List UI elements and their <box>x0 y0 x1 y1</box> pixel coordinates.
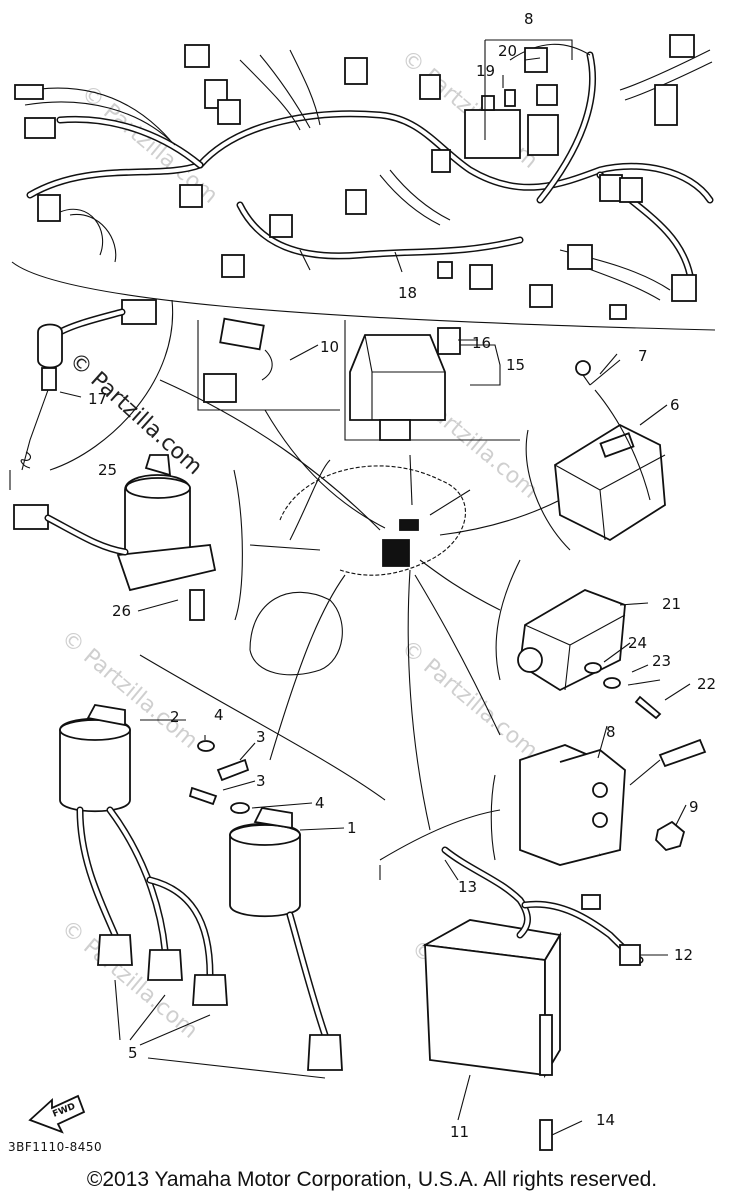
screw-7 <box>575 360 591 376</box>
motorcycle-outline <box>159 379 561 831</box>
callout-4: 4 <box>315 794 325 812</box>
connector <box>536 84 558 106</box>
callout-25: 25 <box>98 461 117 479</box>
battery-lead-13 <box>443 848 530 937</box>
callout-5: 5 <box>128 1044 138 1062</box>
connector <box>431 149 451 173</box>
connector <box>469 264 493 290</box>
connector <box>269 214 293 238</box>
callout-23: 23 <box>652 652 671 670</box>
fuse <box>481 95 495 111</box>
connector <box>669 34 695 58</box>
connector <box>567 244 593 270</box>
ignition-coil-1 <box>229 822 301 918</box>
connector <box>344 57 368 85</box>
callout-8-top: 8 <box>524 10 534 28</box>
washer-4 <box>230 802 250 814</box>
washer-23 <box>603 677 621 689</box>
harness-bracket-line <box>11 261 716 331</box>
callout-bracket-8 <box>484 39 573 140</box>
connector <box>527 114 559 156</box>
callout-18: 18 <box>398 284 417 302</box>
connector <box>345 189 367 215</box>
connector <box>217 99 241 125</box>
connector <box>24 117 56 139</box>
callout-8: 8 <box>606 723 616 741</box>
connector <box>437 261 453 279</box>
connector <box>671 274 697 302</box>
connector <box>609 304 627 320</box>
callout-3-top: 3 <box>256 728 266 746</box>
flasher-relay-10 <box>203 317 273 403</box>
washer-4 <box>197 740 215 752</box>
callout-leaders <box>59 249 691 1136</box>
callout-22: 22 <box>697 675 716 693</box>
callout-26: 26 <box>112 602 131 620</box>
starter-relay-8 <box>519 738 707 866</box>
watermark-dark: © Partzilla.com <box>64 348 207 480</box>
connector <box>221 254 245 278</box>
callout-3: 3 <box>256 772 266 790</box>
connector <box>419 74 441 100</box>
callout-16: 16 <box>472 334 491 352</box>
relay-location-marker <box>382 539 410 567</box>
callout-19: 19 <box>476 62 495 80</box>
bolt-26 <box>189 589 205 621</box>
starter-relay-15 <box>349 327 501 441</box>
callout-1: 1 <box>347 819 357 837</box>
callout-2: 2 <box>170 708 180 726</box>
battery-11 <box>422 846 644 1151</box>
nut-9 <box>655 820 686 852</box>
connector <box>37 194 61 222</box>
connector <box>599 174 623 202</box>
rectifier-21 <box>517 589 662 720</box>
washer-24 <box>584 662 602 674</box>
copyright-notice: ©2013 Yamaha Motor Corporation, U.S.A. A… <box>86 1168 658 1191</box>
callout-11: 11 <box>450 1123 469 1141</box>
neutral-switch-17 <box>20 299 157 471</box>
callout-17: 17 <box>88 390 107 408</box>
callout-7: 7 <box>638 347 648 365</box>
connector <box>14 84 44 100</box>
ignition-coils <box>59 704 343 1079</box>
main-switch-25 <box>13 454 217 621</box>
wire-lead <box>658 738 707 768</box>
fuse-box <box>464 109 521 159</box>
callout-13: 13 <box>458 878 477 896</box>
callout-24: 24 <box>628 634 647 652</box>
callout-numbers: 8 20 19 18 10 16 15 17 7 6 25 26 21 24 2… <box>88 10 716 1141</box>
connector <box>654 84 678 126</box>
bolt-22 <box>634 695 662 720</box>
tube-14 <box>539 1014 553 1076</box>
callout-10: 10 <box>320 338 339 356</box>
forward-arrow-icon: FWD <box>28 1094 86 1134</box>
callout-9: 9 <box>689 798 699 816</box>
fuse <box>504 89 516 107</box>
connector <box>619 177 643 203</box>
bolt-3 <box>216 758 250 782</box>
callout-21: 21 <box>662 595 681 613</box>
bolt-3 <box>188 786 218 806</box>
diagram-reference-code: 3BF1110-8450 <box>8 1140 103 1154</box>
callout-20: 20 <box>498 42 517 60</box>
section-dividers <box>9 299 571 880</box>
callout-12: 12 <box>674 946 693 964</box>
callout-4-top: 4 <box>214 706 224 724</box>
callout-14: 14 <box>596 1111 615 1129</box>
callout-6: 6 <box>670 396 680 414</box>
connector <box>179 184 203 208</box>
cdi-unit-6 <box>554 359 666 542</box>
callout-15: 15 <box>506 356 525 374</box>
connector <box>529 284 553 308</box>
connector <box>184 44 210 68</box>
ignition-coil-2 <box>59 717 131 813</box>
wire-harness <box>11 34 716 331</box>
fuse-16 <box>437 327 461 355</box>
